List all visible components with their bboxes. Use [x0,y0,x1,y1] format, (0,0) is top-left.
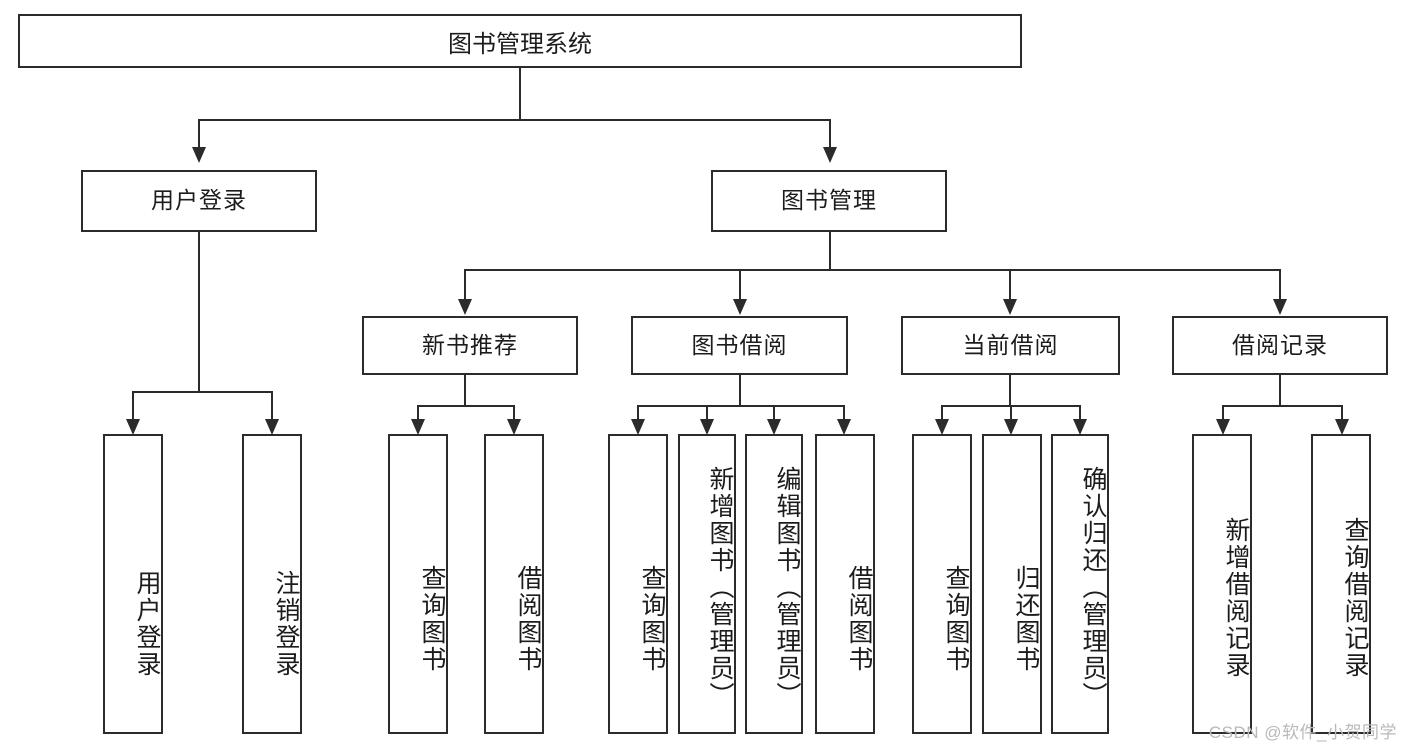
arrowhead-leaf-user-login [126,419,140,435]
node-leaf-return-book[interactable]: 归还图书 [982,434,1042,734]
arrowhead-book-borrow [733,299,747,315]
node-current-borrow[interactable]: 当前借阅 [901,316,1120,375]
connector-book-borrow-stem [739,375,741,405]
arrowhead-leaf-query-book-1 [411,419,425,435]
connector-current-borrow-stem [1009,375,1011,405]
node-leaf-borrow-book-2[interactable]: 借阅图书 [815,434,875,734]
connector-cb-drop-1 [941,405,943,419]
connector-cb-drop-2 [1010,405,1012,419]
node-borrow-record[interactable]: 借阅记录 [1172,316,1388,375]
node-root-system[interactable]: 图书管理系统 [18,14,1022,68]
node-label: 用户登录 [151,187,247,214]
node-label: 查询图书 [418,565,446,673]
node-new-book-recommend[interactable]: 新书推荐 [362,316,578,375]
node-leaf-query-book-1[interactable]: 查询图书 [388,434,448,734]
connector-bb-drop-4 [843,405,845,419]
connector-br-drop-1 [1222,405,1224,419]
connector-new-book-recommend-bus [417,405,514,407]
connector-nbr-drop-2 [513,405,515,419]
node-label: 编辑图书（管理员） [773,465,801,709]
arrowhead-leaf-query-book-3 [935,419,949,435]
connector-nbr-drop-1 [417,405,419,419]
arrowhead-user-login [192,147,206,163]
connector-bb-drop-1 [637,405,639,419]
node-label: 确认归还（管理员） [1079,465,1107,709]
node-label: 查询图书 [942,565,970,673]
node-leaf-add-book[interactable]: 新增图书（管理员） [678,434,736,734]
connector-br-drop-2 [1341,405,1343,419]
node-leaf-confirm-return[interactable]: 确认归还（管理员） [1051,434,1109,734]
arrowhead-borrow-record [1273,299,1287,315]
node-label: 新增借阅记录 [1222,517,1250,679]
connector-user-login-drop-2 [271,391,273,419]
connector-root-stem [519,68,521,119]
connector-book-management-stem [829,232,831,269]
arrowhead-current-borrow [1003,299,1017,315]
connector-level3-drop-3 [1009,269,1011,299]
node-label: 新书推荐 [422,331,518,358]
arrowhead-new-book-recommend [458,299,472,315]
node-book-borrow[interactable]: 图书借阅 [631,316,848,375]
connector-user-login-stem [198,232,200,391]
node-label: 借阅图书 [514,565,542,673]
connector-bb-drop-2 [706,405,708,419]
arrowhead-leaf-logout-login [265,419,279,435]
node-book-management[interactable]: 图书管理 [711,170,947,232]
node-label: 新增图书（管理员） [706,465,734,709]
arrowhead-leaf-return-book [1004,419,1018,435]
node-user-login[interactable]: 用户登录 [81,170,317,232]
connector-user-login-bus [132,391,272,393]
connector-user-login-drop-1 [132,391,134,419]
connector-level2-drop-right [829,119,831,147]
arrowhead-leaf-add-book [700,419,714,435]
node-label: 图书借阅 [691,331,788,358]
connector-borrow-record-bus [1222,405,1342,407]
connector-level3-bus [464,269,1279,271]
connector-level3-drop-1 [464,269,466,299]
node-leaf-edit-book[interactable]: 编辑图书（管理员） [745,434,803,734]
arrowhead-leaf-edit-book [767,419,781,435]
node-leaf-logout-login[interactable]: 注销登录 [242,434,302,734]
csdn-watermark: CSDN @软件_小贺同学 [1208,723,1397,742]
node-leaf-add-record[interactable]: 新增借阅记录 [1192,434,1252,734]
connector-bb-drop-3 [773,405,775,419]
node-label: 用户登录 [133,570,161,678]
node-label: 查询图书 [638,565,666,673]
node-label: 图书管理 [781,187,877,214]
node-label: 注销登录 [272,570,300,678]
arrowhead-leaf-query-record [1335,419,1349,435]
node-label: 图书管理系统 [448,30,592,58]
arrowhead-leaf-query-book-2 [631,419,645,435]
connector-level3-drop-4 [1279,269,1281,299]
node-leaf-query-book-3[interactable]: 查询图书 [912,434,972,734]
connector-new-book-recommend-stem [464,375,466,405]
arrowhead-leaf-borrow-book-1 [507,419,521,435]
connector-level2-drop-left [198,119,200,147]
connector-cb-drop-3 [1079,405,1081,419]
node-leaf-user-login[interactable]: 用户登录 [103,434,163,734]
connector-borrow-record-stem [1279,375,1281,405]
node-label: 借阅记录 [1232,331,1328,358]
arrowhead-leaf-borrow-book-2 [837,419,851,435]
connector-level3-drop-2 [739,269,741,299]
node-label: 当前借阅 [962,331,1059,358]
node-label: 归还图书 [1012,565,1040,673]
arrowhead-leaf-confirm-return [1073,419,1087,435]
node-label: 借阅图书 [845,565,873,673]
arrowhead-book-management [823,147,837,163]
node-leaf-query-record[interactable]: 查询借阅记录 [1311,434,1371,734]
node-leaf-query-book-2[interactable]: 查询图书 [608,434,668,734]
connector-book-borrow-bus [637,405,845,407]
node-label: 查询借阅记录 [1341,517,1369,679]
node-leaf-borrow-book-1[interactable]: 借阅图书 [484,434,544,734]
connector-level2-bus [198,119,831,121]
arrowhead-leaf-add-record [1216,419,1230,435]
